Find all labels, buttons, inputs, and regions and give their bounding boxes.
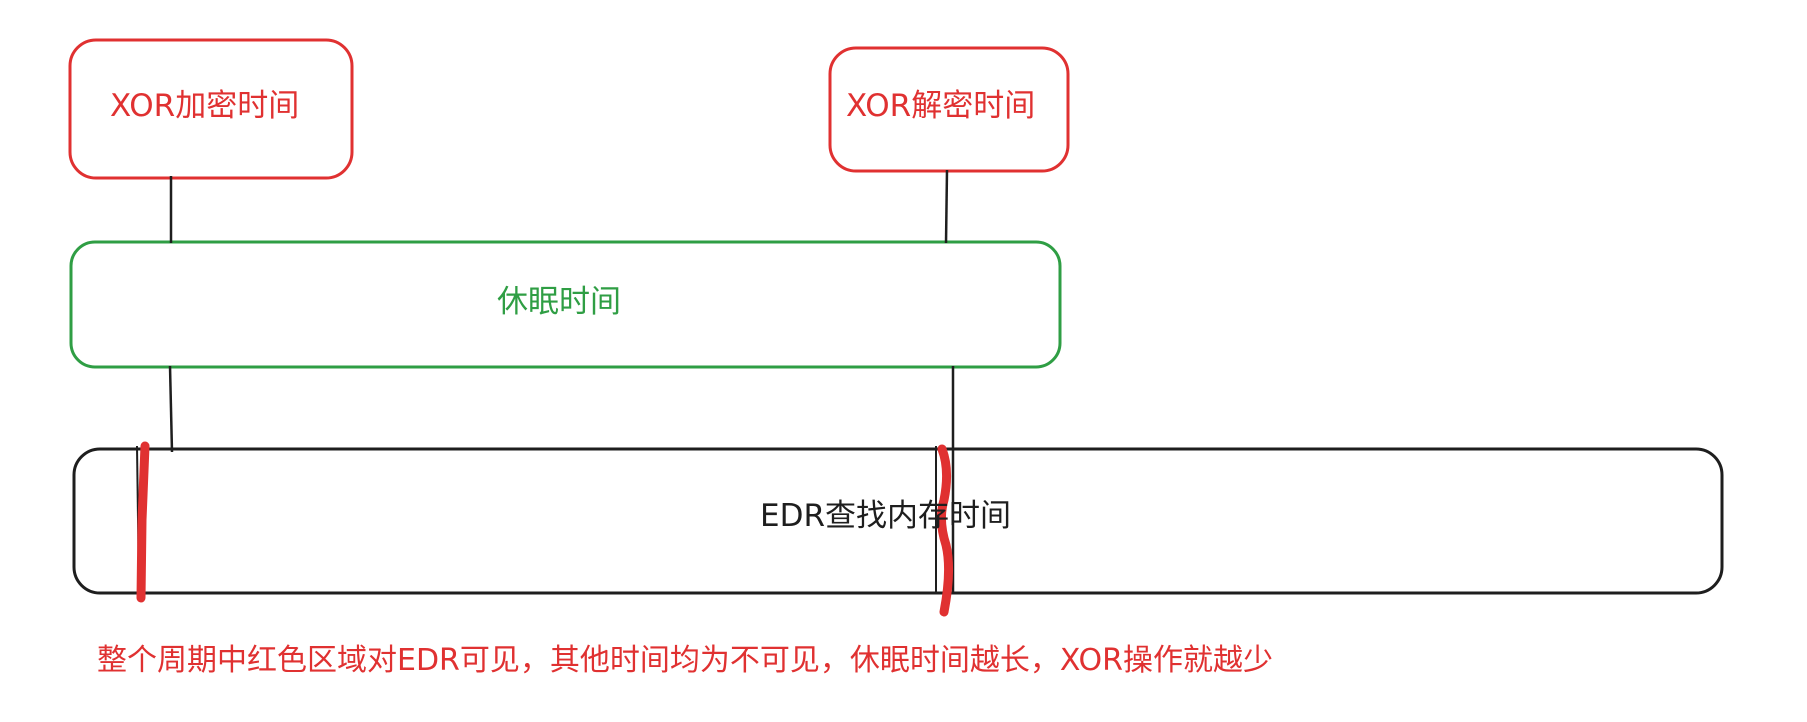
edr-scan-label: EDR查找内存时间 — [760, 498, 1011, 534]
xor-encrypt-box — [68, 38, 354, 180]
xor-encrypt-label: XOR加密时间 — [110, 88, 300, 124]
connector-decrypt-to-sleep — [944, 169, 949, 244]
xor-decrypt-box — [828, 46, 1070, 173]
diagram-caption: 整个周期中红色区域对EDR可见，其他时间均为不可见，休眠时间越长，XOR操作就越… — [97, 643, 1273, 678]
xor-decrypt-label: XOR解密时间 — [846, 88, 1036, 124]
edr-scan-box — [72, 447, 1724, 595]
connector-sleep-to-edr-left — [168, 365, 174, 453]
red-visible-marker-right — [936, 444, 954, 617]
sleep-box — [69, 240, 1062, 369]
sleep-label: 休眠时间 — [497, 284, 621, 320]
red-visible-marker-left — [136, 441, 150, 603]
